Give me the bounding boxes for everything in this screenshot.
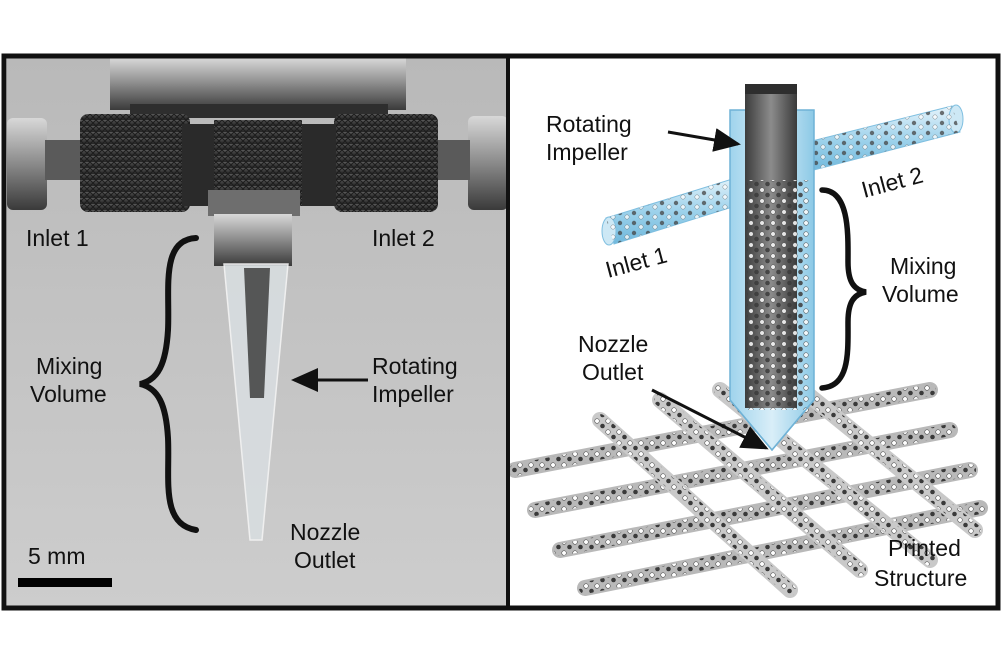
center-collar [208, 190, 300, 216]
impeller-particles [747, 180, 809, 410]
left-inlet1-label: Inlet 1 [26, 225, 89, 251]
right-printed-label-1: Printed [888, 535, 961, 561]
right-fitting-pipe [468, 116, 508, 210]
right-mixing-label-1: Mixing [890, 253, 956, 279]
right-nozzle-label-1: Nozzle [578, 331, 648, 357]
right-nozzle-arrow [651, 388, 769, 450]
right-mixing-volume-brace [819, 187, 867, 391]
lattice-rods-set-a [507, 382, 988, 596]
left-impeller-label-2: Impeller [372, 381, 454, 407]
right-impeller-arrow [667, 128, 741, 152]
right-fitting-neck [432, 140, 470, 180]
inlet2-tube [799, 104, 964, 173]
right-printed-label-2: Structure [874, 565, 967, 591]
right-impeller-label-1: Rotating [546, 111, 632, 137]
left-nozzle-label-2: Outlet [294, 547, 356, 573]
left-impeller-label-1: Rotating [372, 353, 458, 379]
left-nozzle-label-1: Nozzle [290, 519, 360, 545]
mixing-volume-brace [139, 235, 199, 533]
left-mixing-label-1: Mixing [36, 353, 102, 379]
outer-frame [1, 53, 1001, 611]
scale-bar-label: 5 mm [28, 543, 86, 569]
impeller-shaft-top [745, 84, 797, 94]
left-knurled-nut [80, 114, 190, 212]
right-nozzle-label-2: Outlet [582, 359, 644, 385]
left-mixing-label-2: Volume [30, 381, 107, 407]
housing-band [130, 104, 388, 118]
impeller-inside-cone [244, 268, 270, 398]
scale-bar [18, 578, 112, 587]
right-knurled-nut [334, 114, 438, 212]
left-inlet2-label: Inlet 2 [372, 225, 435, 251]
nozzle-barrel [729, 84, 815, 452]
left-fitting-neck [45, 140, 81, 180]
left-fitting-pipe [7, 118, 47, 210]
nozzle-cone [223, 263, 289, 541]
left-panel: Inlet 1 Inlet 2 Mixing Volume Rotating I… [7, 58, 508, 606]
right-hex-nut [300, 124, 336, 206]
inlet1-tube [601, 175, 743, 246]
right-panel: Rotating Impeller Inlet 1 Inlet 2 Mixing… [507, 58, 996, 606]
right-mixing-label-2: Volume [882, 281, 959, 307]
right-impeller-label-2: Impeller [546, 139, 628, 165]
nozzle-hub [214, 214, 292, 266]
housing-top [110, 58, 406, 110]
